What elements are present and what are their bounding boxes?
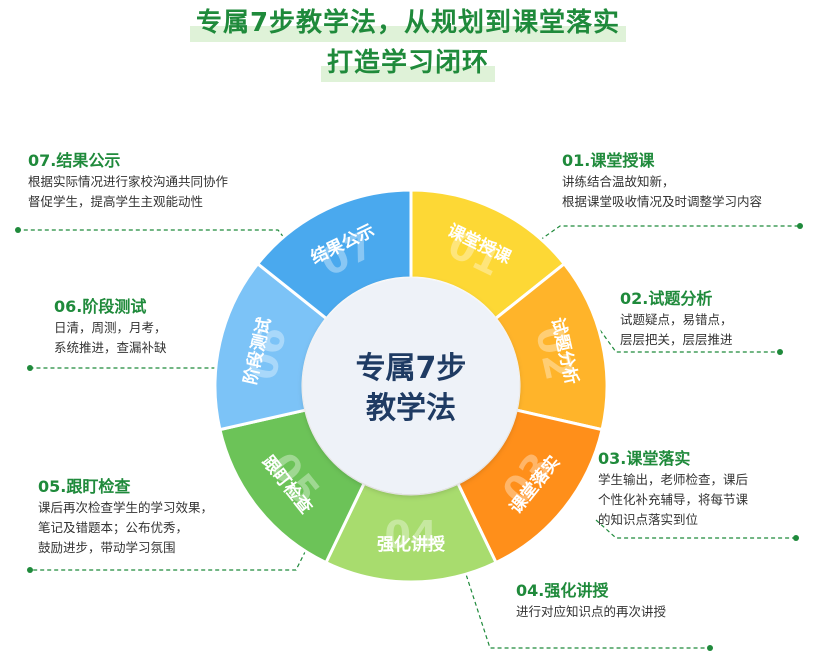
callout-desc-line: 层层把关，层层推进 xyxy=(620,332,733,347)
connector-line-02 xyxy=(599,329,780,353)
callout-desc-line: 个性化补充辅导，将每节课 xyxy=(598,492,749,507)
callout-step-03: 03.课堂落实 学生输出，老师检查，课后 个性化补充辅导，将每节课 的知识点落实… xyxy=(598,448,748,530)
callout-heading: 02.试题分析 xyxy=(620,289,713,308)
callout-desc-line: 进行对应知识点的再次讲授 xyxy=(516,604,667,619)
callout-desc-line: 日清，周测，月考， xyxy=(54,320,167,335)
wheel-segments xyxy=(213,188,609,584)
callout-desc-line: 根据实际情况进行家校沟通共同协作 xyxy=(28,174,229,189)
callout-heading: 06.阶段测试 xyxy=(54,297,147,316)
connector-line-03 xyxy=(595,519,796,539)
page-title-line1-text: 专属7步教学法，从规划到课堂落实 xyxy=(189,6,627,42)
connector-line-01 xyxy=(539,225,800,241)
callout-heading: 05.跟盯检查 xyxy=(38,477,131,496)
callout-step-02: 02.试题分析 试题疑点，易错点， 层层把关，层层推进 xyxy=(620,288,733,350)
callout-desc-line: 课后再次检查学生的学习效果， xyxy=(38,500,214,515)
center-title-line2: 教学法 xyxy=(366,391,456,426)
callout-desc-line: 根据课堂吸收情况及时调整学习内容 xyxy=(562,194,763,209)
connector-dot-06 xyxy=(27,365,33,371)
connector-dot-07 xyxy=(15,227,21,233)
callout-desc-line: 讲练结合温故知新， xyxy=(562,174,675,189)
callout-heading: 01.课堂授课 xyxy=(562,151,655,170)
callout-step-01: 01.课堂授课 讲练结合温故知新， 根据课堂吸收情况及时调整学习内容 xyxy=(562,150,762,212)
callout-step-06: 06.阶段测试 日清，周测，月考， 系统推进，查漏补缺 xyxy=(54,296,167,358)
callout-desc-line: 督促学生，提高学生主观能动性 xyxy=(28,194,204,209)
connector-dot-04 xyxy=(707,645,713,651)
connector-line-04 xyxy=(461,561,710,649)
callout-desc-line: 试题疑点，易错点， xyxy=(620,312,733,327)
callout-heading: 07.结果公示 xyxy=(28,151,121,170)
connector-dot-05 xyxy=(27,567,33,573)
connector-dot-01 xyxy=(797,223,803,229)
center-title-line1: 专属7步 xyxy=(356,351,467,386)
callout-desc-line: 的知识点落实到位 xyxy=(598,512,699,527)
callout-step-05: 05.跟盯检查 课后再次检查学生的学习效果， 笔记及错题本；公布优秀， 鼓励进步… xyxy=(38,476,213,558)
callout-step-04: 04.强化讲授 进行对应知识点的再次讲授 xyxy=(516,580,666,622)
connector-dot-03 xyxy=(793,535,799,541)
wheel-segment-number: 04 xyxy=(385,513,438,557)
wheel-segment-label: 强化讲授 xyxy=(377,534,446,555)
callout-desc-line: 鼓励进步，带动学习氛围 xyxy=(38,540,176,555)
callout-desc-line: 学生输出，老师检查，课后 xyxy=(598,472,749,487)
callout-desc-line: 笔记及错题本；公布优秀， xyxy=(38,520,189,535)
connector-line-07 xyxy=(18,229,293,249)
page-title-line2-text: 打造学习闭环 xyxy=(320,46,495,82)
callout-step-07: 07.结果公示 根据实际情况进行家校沟通共同协作 督促学生，提高学生主观能动性 xyxy=(28,150,228,212)
center-circle xyxy=(303,278,519,494)
callout-desc-line: 系统推进，查漏补缺 xyxy=(54,340,167,355)
connector-dot-02 xyxy=(777,349,783,355)
page-title-line1: 专属7步教学法，从规划到课堂落实 xyxy=(0,6,816,42)
callout-heading: 03.课堂落实 xyxy=(598,449,691,468)
callout-heading: 04.强化讲授 xyxy=(516,581,609,600)
page-title-line2: 打造学习闭环 xyxy=(0,46,816,82)
